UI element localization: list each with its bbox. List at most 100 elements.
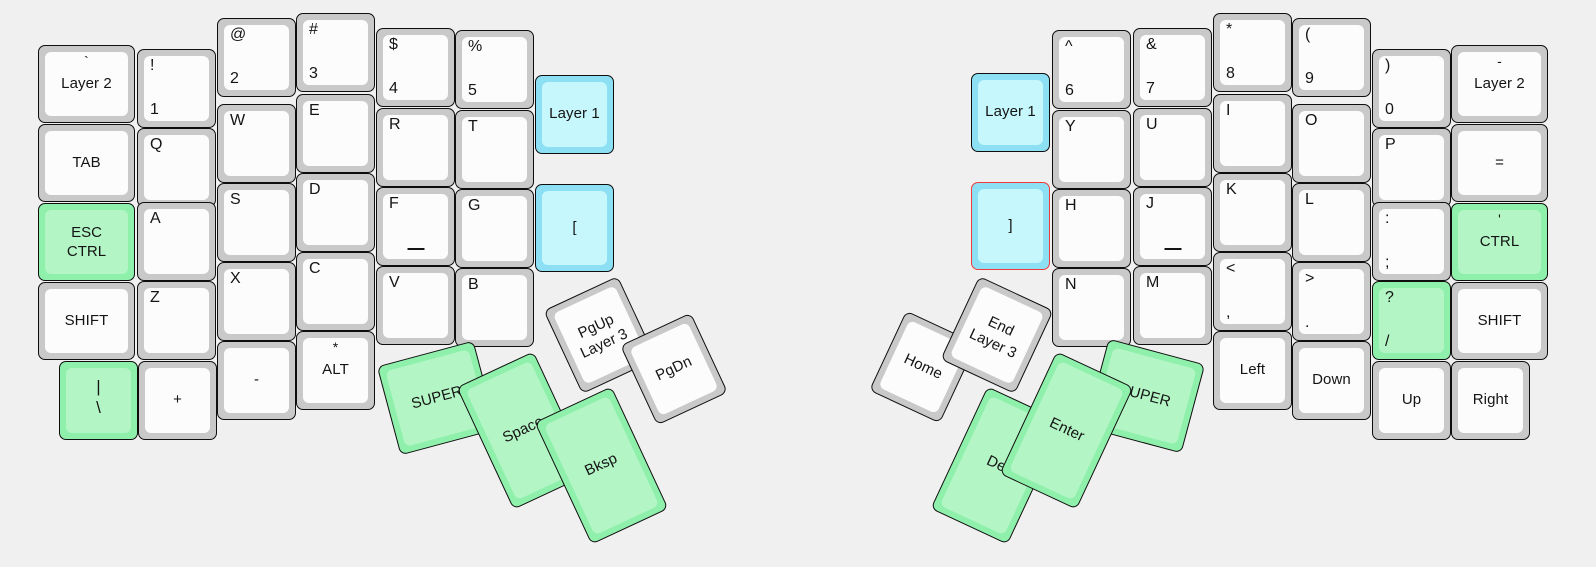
key-layer1-left[interactable]: Layer 1 (535, 75, 614, 154)
key-4-dollar[interactable]: $4 (376, 28, 455, 107)
key-plus[interactable]: + (138, 361, 217, 440)
key-e-cap: E (303, 101, 368, 166)
key-t[interactable]: T (455, 110, 534, 189)
key-0-paren[interactable]: )0 (1372, 49, 1451, 128)
key-shift-left[interactable]: SHIFT (38, 282, 135, 360)
key-f[interactable]: F (376, 187, 455, 266)
key-9-paren[interactable]: (9 (1292, 18, 1371, 97)
key-down-arrow[interactable]: Down (1292, 341, 1371, 420)
key-n-top-legend: N (1065, 276, 1077, 293)
key-u[interactable]: U (1133, 108, 1212, 187)
key-semicolon-bottom-legend: ; (1385, 254, 1390, 271)
key-8-star-top-legend: * (1226, 21, 1233, 38)
key-layer2-minus[interactable]: -Layer 2 (1451, 45, 1548, 123)
key-x[interactable]: X (217, 262, 296, 341)
key-6-caret-cap: ^6 (1059, 37, 1124, 102)
key-e[interactable]: E (296, 94, 375, 173)
key-q[interactable]: Q (137, 128, 216, 207)
key-v[interactable]: V (376, 266, 455, 345)
key-h-cap: H (1059, 196, 1124, 261)
key-tab[interactable]: TAB (38, 124, 135, 202)
key-slash-question[interactable]: ?/ (1372, 281, 1451, 360)
key-ctrl-quote-shift-legend: ' (1498, 211, 1501, 227)
key-esc-ctrl[interactable]: ESC CTRL (38, 203, 135, 281)
key-esc-ctrl-cap: ESC CTRL (45, 210, 128, 274)
key-a[interactable]: A (137, 202, 216, 281)
key-k-top-legend: K (1226, 181, 1237, 198)
key-pipe-backslash[interactable]: | \ (59, 361, 138, 440)
key-w-top-legend: W (230, 112, 246, 129)
key-layer1-right[interactable]: Layer 1 (971, 73, 1050, 152)
key-c[interactable]: C (296, 252, 375, 331)
key-up-arrow[interactable]: Up (1372, 361, 1451, 440)
key-2-at[interactable]: @2 (217, 18, 296, 97)
key-j[interactable]: J (1133, 187, 1212, 266)
key-down-arrow-cap: Down (1299, 348, 1364, 413)
key-period-gt[interactable]: >. (1292, 262, 1371, 341)
key-o[interactable]: O (1292, 104, 1371, 183)
key-z[interactable]: Z (137, 281, 216, 360)
key-shift-left-cap: SHIFT (45, 289, 128, 353)
key-7-amp[interactable]: &7 (1133, 28, 1212, 107)
key-l[interactable]: L (1292, 183, 1371, 262)
key-slash-question-bottom-legend: / (1385, 333, 1390, 350)
key-g[interactable]: G (455, 189, 534, 268)
key-3-hash[interactable]: #3 (296, 13, 375, 92)
key-t-top-legend: T (468, 118, 478, 135)
key-a-top-legend: A (150, 210, 161, 227)
key-b-cap: B (462, 275, 527, 340)
key-alt-shift-legend: * (332, 339, 339, 355)
key-layer2-grave-label: Layer 2 (61, 74, 112, 92)
key-f-top-legend: F (389, 195, 399, 212)
key-up-arrow-cap: Up (1379, 368, 1444, 433)
key-m[interactable]: M (1133, 266, 1212, 345)
key-right-arrow[interactable]: Right (1451, 361, 1530, 440)
key-bracket-left-label: [ (572, 218, 577, 236)
key-6-caret-top-legend: ^ (1065, 38, 1073, 55)
key-6-caret[interactable]: ^6 (1052, 30, 1131, 109)
key-7-amp-cap: &7 (1140, 35, 1205, 100)
key-i[interactable]: I (1213, 94, 1292, 173)
key-layer2-grave[interactable]: `Layer 2 (38, 45, 135, 123)
key-minus[interactable]: - (217, 341, 296, 420)
key-d-top-legend: D (309, 181, 321, 198)
key-8-star[interactable]: *8 (1213, 13, 1292, 92)
key-0-paren-bottom-legend: 0 (1385, 101, 1394, 118)
key-equals-label: = (1495, 153, 1504, 171)
key-equals[interactable]: = (1451, 124, 1548, 202)
key-super-left-label: SUPER (409, 382, 465, 413)
key-f-cap: F (383, 194, 448, 259)
key-minus-cap: - (224, 348, 289, 413)
key-alt[interactable]: *ALT (296, 331, 375, 410)
key-r-cap: R (383, 115, 448, 180)
key-s[interactable]: S (217, 183, 296, 262)
key-n[interactable]: N (1052, 268, 1131, 347)
key-bracket-left[interactable]: [ (535, 184, 614, 272)
key-b[interactable]: B (455, 268, 534, 347)
key-bracket-right-cap: ] (978, 189, 1043, 263)
key-1-exclaim-bottom-legend: 1 (150, 101, 159, 118)
key-t-cap: T (462, 117, 527, 182)
key-bracket-right[interactable]: ] (971, 182, 1050, 270)
key-comma-lt[interactable]: <, (1213, 252, 1292, 331)
key-w[interactable]: W (217, 104, 296, 183)
key-h[interactable]: H (1052, 189, 1131, 268)
key-pgup-layer3-label: PgUp Layer 3 (575, 310, 631, 362)
key-5-percent[interactable]: %5 (455, 30, 534, 109)
key-p[interactable]: P (1372, 128, 1451, 207)
key-j-top-legend: J (1146, 195, 1154, 212)
key-m-top-legend: M (1146, 274, 1160, 291)
key-d[interactable]: D (296, 173, 375, 252)
key-ctrl-quote[interactable]: 'CTRL (1451, 203, 1548, 281)
key-r-top-legend: R (389, 116, 401, 133)
key-shift-right[interactable]: SHIFT (1451, 282, 1548, 360)
key-k[interactable]: K (1213, 173, 1292, 252)
key-left-arrow[interactable]: Left (1213, 331, 1292, 410)
key-semicolon[interactable]: :; (1372, 202, 1451, 281)
key-slash-question-top-legend: ? (1385, 289, 1394, 306)
key-y[interactable]: Y (1052, 110, 1131, 189)
key-r[interactable]: R (376, 108, 455, 187)
key-pipe-backslash-stacked-legend: | \ (96, 377, 101, 418)
key-1-exclaim[interactable]: !1 (137, 49, 216, 128)
key-q-top-legend: Q (150, 136, 163, 153)
